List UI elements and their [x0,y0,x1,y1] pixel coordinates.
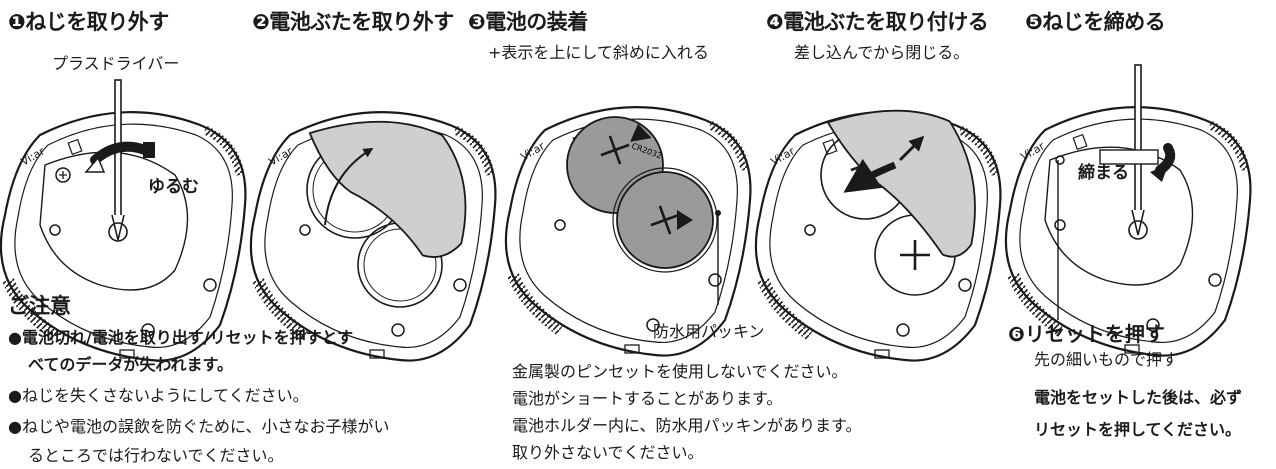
step4-title: ❹電池ぶたを取り付ける [766,10,989,34]
rotate-arrow-tighten [1099,143,1176,182]
caution-title: ご注意 [8,294,71,318]
step1-title: ❶ねじを取り外す [8,10,169,34]
step1-tool-label: プラスドライバー [52,54,180,73]
close-arrow-right [898,135,925,162]
close-arrow-left [843,158,897,193]
rotate-arrow-loosen [84,141,155,173]
step6-title: ❻リセットを押す [1008,322,1165,346]
caution-item-1-line-1: ●電池切れ/電池を取り出す/リセットを押すとす [8,328,354,347]
caution-item-1-line-2: べてのデータが失われます。 [28,355,233,374]
step3-callout-packing: 防水用パッキン [653,322,765,341]
step6-line-1: 電池をセットした後は、必ず [1034,388,1243,407]
lift-arrow [324,147,374,226]
screwdriver-step5 [1128,64,1148,240]
step2-title: ❷電池ぶたを取り外す [252,10,454,34]
step6-line-2: リセットを押してください。 [1034,420,1242,439]
warning-line-4: 取り外さないでください。 [512,443,704,462]
step3-title: ❸電池の装着 [468,10,588,34]
device-illustration-step3: CR2032 [506,107,751,355]
caution-item-2: ●ねじを失くさないようにしてください。 [8,386,309,405]
caution-item-3-line-2: るところでは行わないでください。 [28,446,284,465]
caution-item-3-line-1: ●ねじや電池の誤飲を防ぐために、小さなお子様がい [8,417,390,436]
step5-title: ❺ねじを締める [1025,10,1166,34]
step5-callout-tighten: 締まる [1078,163,1129,183]
warning-line-3: 電池ホルダー内に、防水用パッキンがあります。 [512,416,862,435]
step4-note: 差し込んでから閉じる。 [794,43,970,62]
warning-line-2: 電池がショートすることがあります。 [512,389,783,408]
device-illustration-step4 [756,97,1001,361]
step6-note: 先の細いもので押す [1034,350,1179,369]
device-illustration-step2 [251,106,496,360]
step1-callout-loosen: ゆるむ [148,177,199,197]
device-illustration-step1 [1,112,246,360]
warning-line-1: 金属製のピンセットを使用しないでください。 [512,362,848,381]
step3-note: +表示を上にして斜めに入れる [488,43,709,62]
